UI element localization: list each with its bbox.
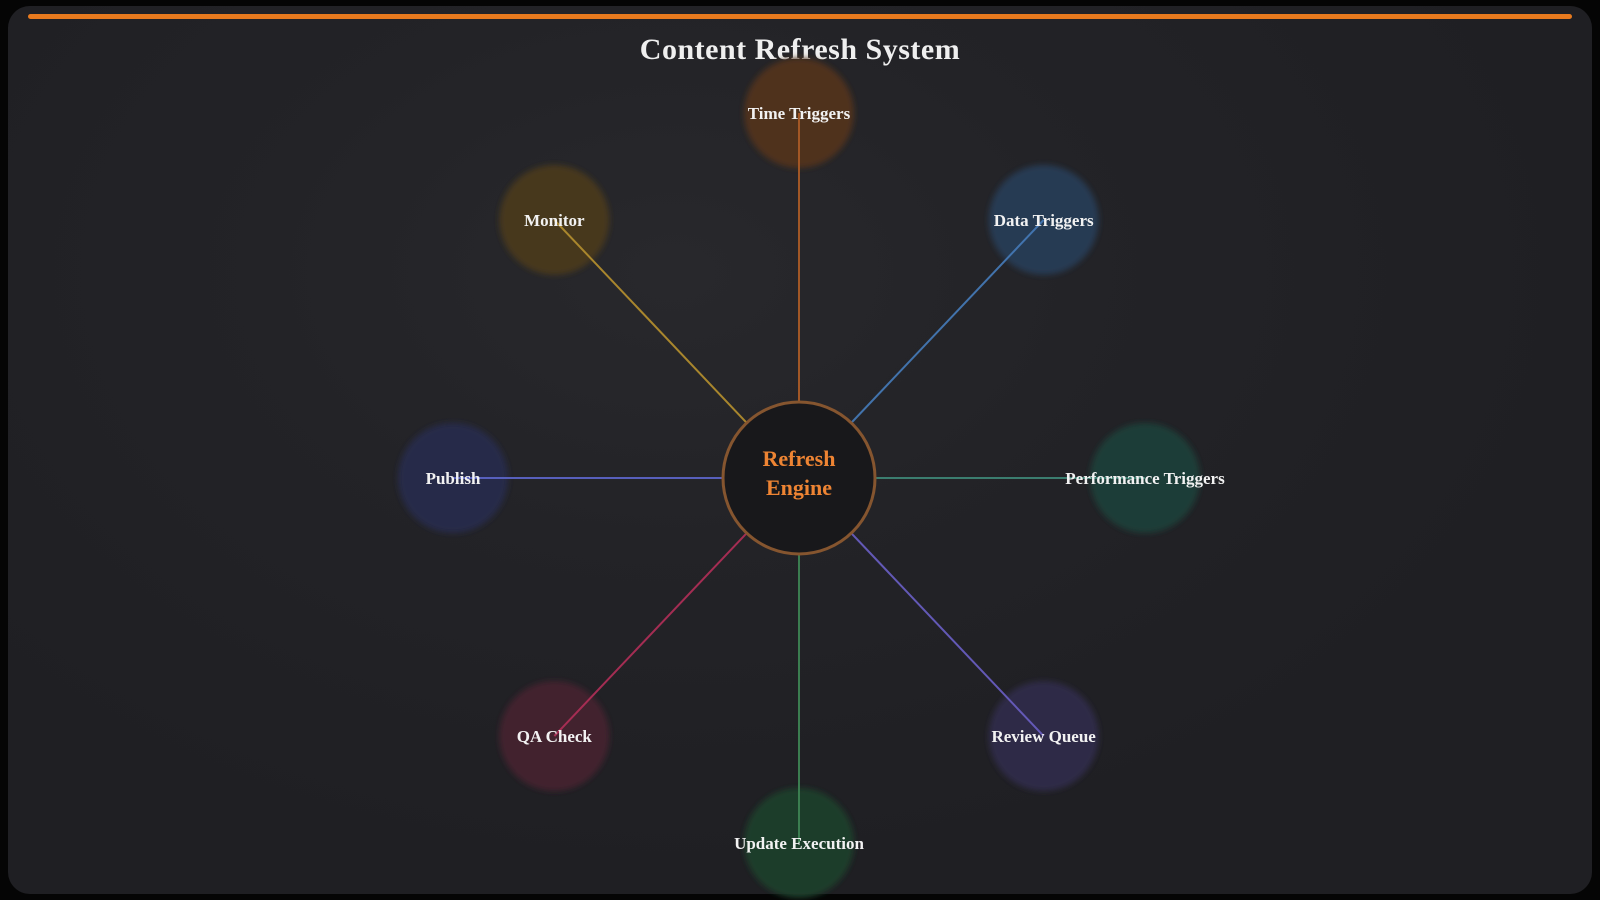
node-label-data-triggers: Data Triggers xyxy=(994,211,1094,230)
node-label-review-queue: Review Queue xyxy=(991,727,1096,746)
node-label-monitor: Monitor xyxy=(524,211,585,230)
node-circle-data-triggers xyxy=(988,164,1099,275)
node-label-update-execution: Update Execution xyxy=(734,834,864,853)
node-label-qa-check: QA Check xyxy=(517,727,593,746)
node-label-publish: Publish xyxy=(426,469,481,488)
node-label-performance-triggers: Performance Triggers xyxy=(1065,469,1225,488)
accent-bar xyxy=(28,14,1572,19)
node-circle-monitor xyxy=(499,164,610,275)
node-label-time-triggers: Time Triggers xyxy=(748,104,851,123)
center-node xyxy=(721,400,877,556)
